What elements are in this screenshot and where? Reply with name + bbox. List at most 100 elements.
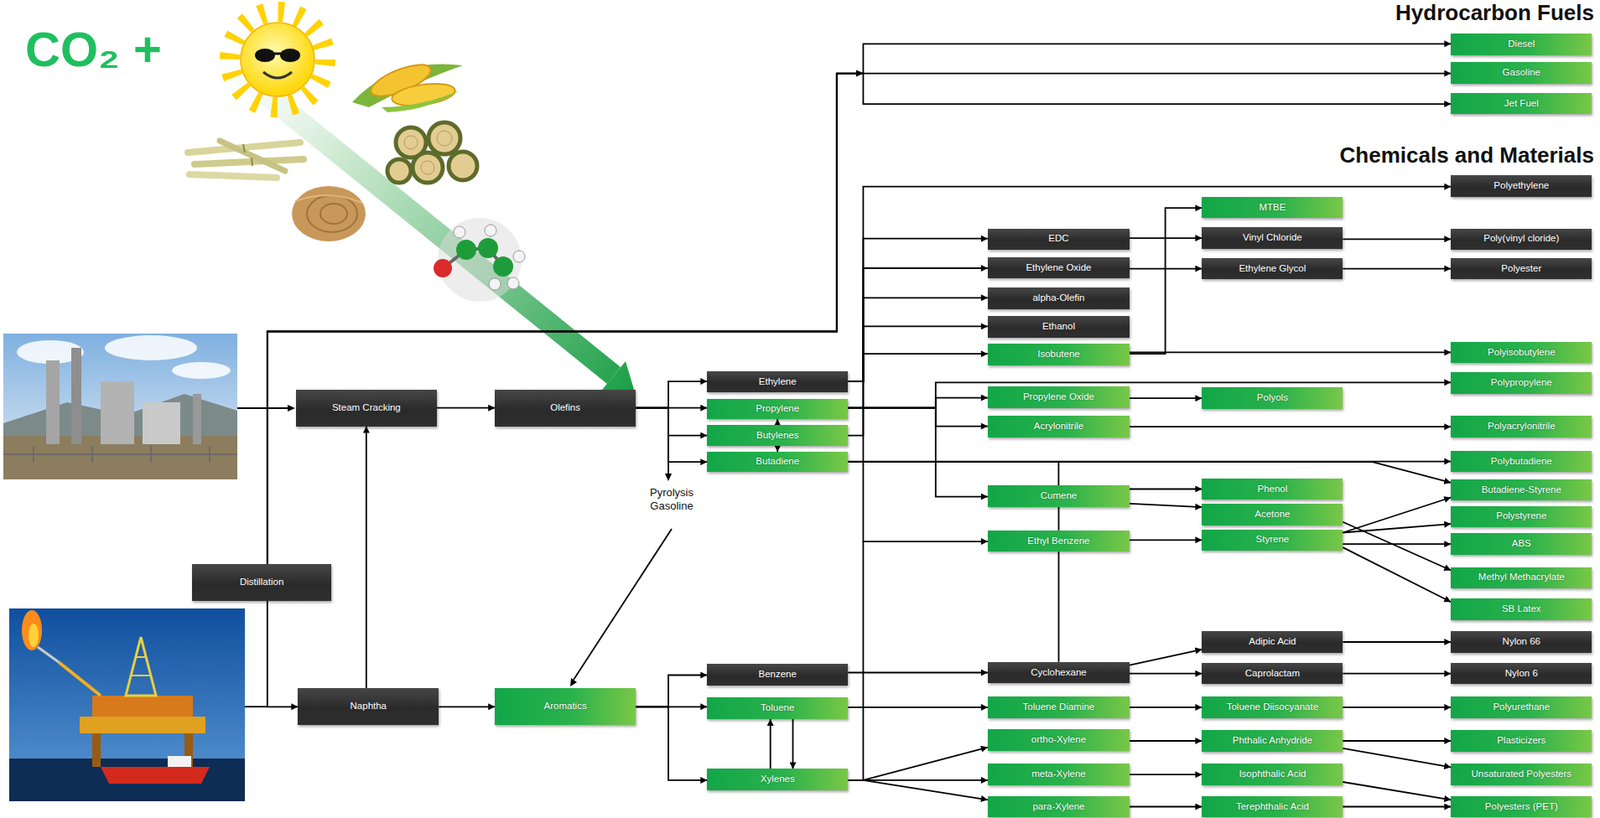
process-box: Naphtha	[297, 688, 439, 726]
process-box: Diesel	[1450, 33, 1592, 56]
process-box: Caprolactam	[1201, 663, 1343, 686]
box-label: Polybutadiene	[1490, 456, 1553, 468]
flow-lines	[287, 405, 296, 412]
box-label: SB Latex	[1501, 603, 1542, 616]
refinery-photo	[192, 394, 202, 445]
process-box: para-Xylene	[987, 796, 1130, 817]
refinery-photo	[104, 335, 198, 361]
process-box: Polyacrylonitrile	[1450, 415, 1592, 438]
box-label: Benzene	[758, 669, 797, 681]
connector-arrow	[776, 446, 779, 452]
box-label: Steam Cracking	[332, 402, 401, 415]
connector-arrow	[1342, 522, 1451, 572]
connector-arrow	[1129, 237, 1202, 239]
oil-rig-photo	[167, 756, 192, 768]
logs-picture	[412, 152, 443, 183]
process-box: meta-Xylene	[987, 763, 1130, 786]
process-box: EDC	[987, 228, 1130, 251]
logs-picture	[387, 122, 478, 183]
connector-arrow	[1342, 498, 1451, 534]
connector-arrow	[792, 719, 795, 770]
box-label: Jet Fuel	[1504, 98, 1539, 110]
sun-icon	[229, 11, 326, 108]
flow-lines	[570, 678, 577, 687]
logs-picture	[420, 161, 435, 175]
process-box: Isobutene	[987, 343, 1130, 366]
connector-arrow	[1129, 806, 1202, 809]
light-band	[602, 361, 635, 393]
logs-picture	[387, 159, 411, 183]
box-label: Polypropylene	[1490, 377, 1553, 390]
process-box: Nylon 66	[1450, 631, 1592, 654]
sun-icon	[240, 22, 315, 97]
process-box: Cumene	[987, 485, 1130, 508]
hay-bale-picture	[320, 203, 348, 224]
connector-arrow	[1129, 706, 1202, 709]
box-label: Butylenes	[756, 430, 800, 442]
connector-arrow	[776, 419, 779, 426]
sun-icon	[229, 11, 326, 108]
oil-rig-photo	[9, 608, 245, 802]
box-label: Cumene	[1040, 490, 1077, 503]
refinery-photo	[71, 348, 82, 445]
process-box: SB Latex	[1450, 598, 1592, 621]
box-label: Polyols	[1257, 392, 1289, 405]
connector-arrow	[847, 297, 988, 382]
heading-label: Chemicals and Materials	[1340, 142, 1595, 169]
connector-arrow	[1342, 641, 1451, 644]
connector-arrow	[1129, 503, 1202, 508]
refinery-photo	[46, 360, 60, 445]
box-label: Distillation	[239, 576, 284, 589]
box-label: Methyl Methacrylate	[1478, 571, 1565, 584]
connector-arrow	[635, 381, 707, 409]
molecule-picture	[433, 259, 452, 278]
process-box: Styrene	[1201, 529, 1343, 552]
process-box: Ethylene Glycol	[1201, 258, 1343, 281]
box-label: Styrene	[1256, 534, 1290, 546]
connector-arrow	[1129, 649, 1202, 666]
flow-lines	[862, 541, 865, 781]
oil-rig-photo	[135, 656, 146, 659]
process-box: Polystyrene	[1450, 506, 1592, 529]
connector-arrow	[1342, 740, 1451, 743]
connector-arrow	[847, 187, 1451, 382]
refinery-photo	[142, 402, 181, 445]
connector-arrow	[1058, 507, 1060, 531]
connector-arrow	[267, 73, 1452, 565]
flow-lines	[237, 70, 1059, 781]
box-label: Terephthalic Acid	[1236, 801, 1310, 814]
process-box: Ethylene Oxide	[987, 257, 1130, 280]
connector-arrow	[847, 462, 1451, 484]
connector-arrow	[1342, 748, 1451, 769]
connector-arrow	[635, 675, 707, 708]
box-label: Phthalic Anhydride	[1232, 735, 1313, 748]
process-box: Adipic Acid	[1201, 631, 1343, 654]
box-label: Isophthalic Acid	[1238, 768, 1306, 781]
connector-arrow	[635, 706, 707, 781]
connector-arrow	[1342, 238, 1451, 240]
box-label: MTBE	[1258, 202, 1286, 214]
box-label: Ethylene Oxide	[1025, 262, 1091, 275]
box-label: Isobutene	[1037, 348, 1081, 361]
oil-rig-photo	[28, 623, 39, 648]
box-label: Poly(vinyl cloride)	[1483, 233, 1559, 245]
connector-arrow	[1129, 740, 1202, 743]
process-box: Vinyl Chloride	[1201, 227, 1343, 250]
connector-arrow	[847, 748, 988, 781]
sugarcane-picture	[219, 140, 286, 172]
connector-arrow	[1129, 351, 1451, 354]
box-label: para-Xylene	[1032, 801, 1085, 814]
box-label: Polyester	[1501, 263, 1542, 276]
process-box: Toluene Diamine	[987, 696, 1130, 719]
box-label: Butadiene-Styrene	[1481, 484, 1562, 497]
molecule-picture	[513, 250, 525, 263]
box-label: Polyacrylonitrile	[1487, 420, 1556, 433]
corn-picture	[352, 58, 463, 113]
process-box: ABS	[1450, 533, 1592, 556]
sugarcane-picture	[243, 144, 245, 153]
connector-arrow	[267, 73, 1452, 565]
connector-arrow	[438, 706, 495, 708]
heading-label: Pyrolysis Gasoline	[641, 486, 702, 513]
refinery-photo	[100, 381, 135, 445]
